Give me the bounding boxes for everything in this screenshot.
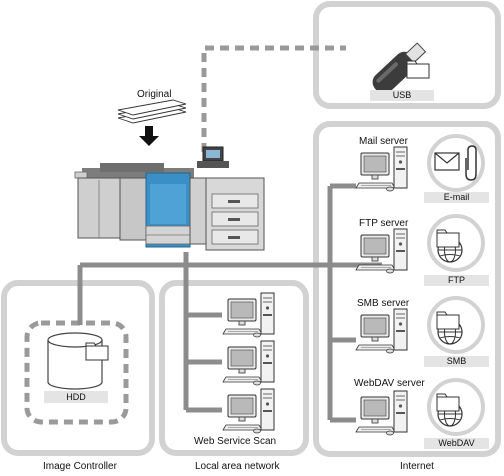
ftp-server-label: FTP server	[359, 218, 409, 229]
usb-folder-icon	[406, 60, 430, 79]
ftp-server-computer-icon	[355, 228, 408, 274]
mail-server-computer-icon	[355, 146, 408, 192]
webdav-label: WebDAV	[438, 438, 475, 448]
lan-computer-icon	[222, 388, 275, 434]
internet-group-frame	[313, 121, 501, 457]
smb-label-box	[424, 356, 489, 367]
webdav-server-label: WebDAV server	[354, 378, 425, 389]
email-label: E-mail	[443, 192, 470, 202]
usb-group-frame	[313, 1, 501, 109]
webdav-label-box	[424, 438, 489, 449]
lan-group-frame	[159, 280, 309, 456]
image-controller-label: Image Controller	[43, 461, 117, 472]
usb-label-box	[370, 90, 434, 101]
network-cables	[77, 183, 382, 423]
local-area-network-label: Local area network	[195, 461, 280, 472]
usb-drive-icon	[372, 42, 427, 94]
lan-computer-icon	[222, 340, 275, 386]
ftp-label: FTP	[448, 275, 465, 285]
webdav-folder-icon	[436, 393, 460, 412]
smb-label: SMB	[446, 356, 467, 366]
lan-computer-icon	[222, 292, 275, 338]
hdd-label: HDD	[66, 392, 86, 402]
smb-server-label: SMB server	[357, 298, 410, 309]
web-service-scan-label: Web Service Scan	[194, 436, 277, 447]
internet-label: Internet	[400, 461, 434, 472]
ftp-label-box	[424, 275, 489, 286]
hdd-folder-icon	[85, 342, 109, 361]
smb-server-computer-icon	[355, 308, 408, 354]
smb-folder-icon	[436, 311, 460, 330]
mail-server-label: Mail server	[359, 136, 408, 147]
ftp-folder-icon	[436, 229, 460, 248]
arrow-down-icon	[139, 126, 159, 146]
usb-label: USB	[392, 90, 412, 100]
hdd-label-box	[44, 391, 108, 403]
email-label-box	[424, 192, 489, 203]
mail-icon	[434, 145, 477, 181]
hdd-icon	[47, 332, 103, 390]
printer-icon	[74, 146, 265, 251]
paper-stack-icon	[117, 99, 187, 124]
hdd-dashed-box	[24, 320, 129, 425]
usb-dashed-cable	[201, 45, 346, 152]
webdav-server-computer-icon	[355, 390, 408, 436]
original-label: Original	[137, 89, 172, 100]
